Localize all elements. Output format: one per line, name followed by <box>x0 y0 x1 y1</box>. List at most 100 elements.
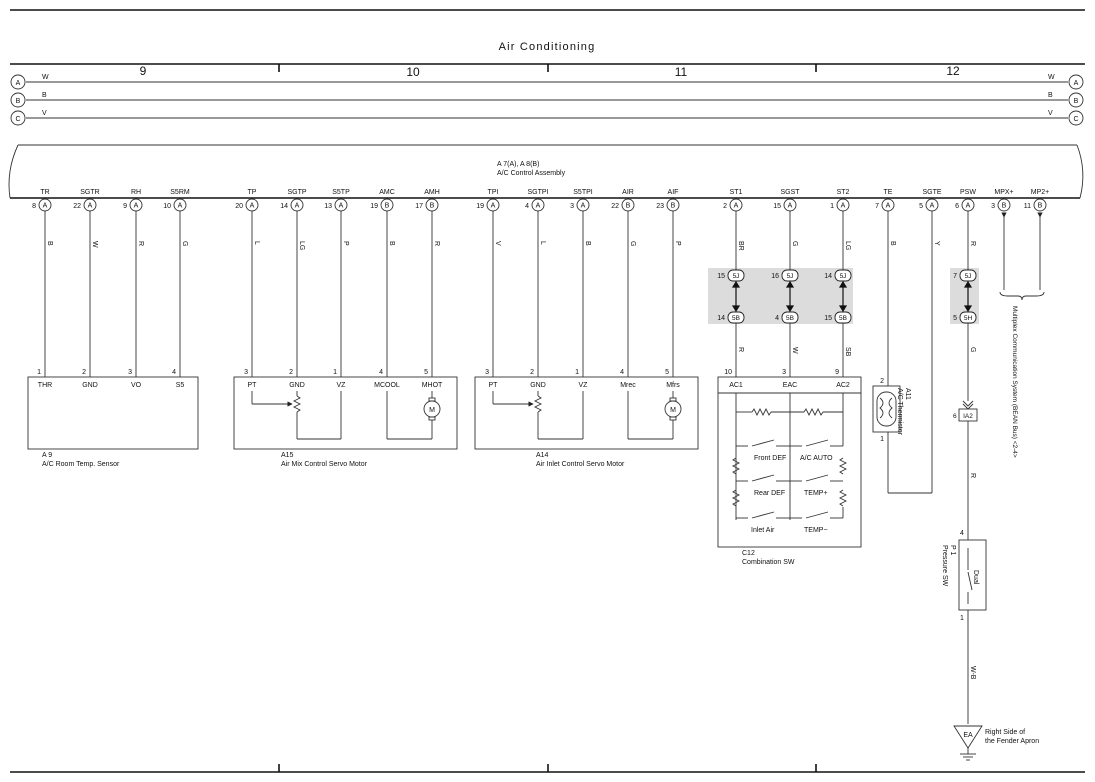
component-code: P 1 <box>949 545 956 555</box>
pin-number: 2 <box>530 369 534 376</box>
pin-label: THR <box>38 382 52 389</box>
terminal-name: AIR <box>622 189 634 196</box>
wire-color: P <box>674 241 681 246</box>
pin-number: 3 <box>782 369 786 376</box>
connector-letter: B <box>1038 203 1043 210</box>
terminal-number: 2 <box>723 203 727 210</box>
wire-color: G <box>629 241 636 246</box>
terminal-name: AMC <box>379 189 395 196</box>
wire-color: B <box>889 241 896 246</box>
svg-text:6: 6 <box>953 413 957 420</box>
component-code: A15 <box>281 452 294 459</box>
ground-ea: EA Right Side of the Fender Apron <box>953 610 1039 761</box>
svg-text:C: C <box>15 116 20 123</box>
pin-label: GND <box>530 382 546 389</box>
svg-text:Dual: Dual <box>972 570 979 585</box>
terminal-number: 20 <box>235 203 243 210</box>
component-code: A 9 <box>42 452 52 459</box>
pin-label: S5 <box>176 382 185 389</box>
svg-text:M: M <box>429 407 435 414</box>
terminal-name: TP <box>248 189 257 196</box>
connector-letter: A <box>841 203 846 210</box>
terminal-number: 14 <box>280 203 288 210</box>
component-c12: C12 Combination SW <box>717 376 862 566</box>
wire-color: W <box>791 347 798 354</box>
svg-text:M: M <box>670 407 676 414</box>
pin-number: 4 <box>620 369 624 376</box>
terminal-name: MP2+ <box>1031 189 1049 196</box>
terminal-number: 23 <box>656 203 664 210</box>
pin-number: 3 <box>244 369 248 376</box>
pin-label: Mfrs <box>666 382 680 389</box>
column-number: 10 <box>406 65 420 79</box>
column-number: 12 <box>946 64 960 78</box>
wire-color: W-B <box>969 666 976 680</box>
pin-label: GND <box>289 382 305 389</box>
pin-label: VZ <box>337 382 347 389</box>
component-a11: A11 A/C Thermistor <box>872 385 911 436</box>
svg-text:5J: 5J <box>733 273 740 280</box>
connector-letter: A <box>88 203 93 210</box>
connector-letter: A <box>491 203 496 210</box>
wire-color: LG <box>844 241 851 250</box>
pin-number: 5 <box>424 369 428 376</box>
pin-number: 1 <box>37 369 41 376</box>
pin-number: 9 <box>835 369 839 376</box>
component-code: C12 <box>742 550 755 557</box>
svg-text:Right Side of: Right Side of <box>985 729 1025 736</box>
connector-letter: A <box>734 203 739 210</box>
connector-letter: A <box>250 203 255 210</box>
terminal-number: 7 <box>875 203 879 210</box>
connector-letter: B <box>1002 203 1007 210</box>
terminal-name: ST2 <box>837 189 850 196</box>
svg-text:5J: 5J <box>840 273 847 280</box>
svg-text:5B: 5B <box>839 315 847 322</box>
terminal-name: SGTP <box>287 189 306 196</box>
terminal-number: 6 <box>955 203 959 210</box>
terminal-name: RH <box>131 189 141 196</box>
terminal-name: SGST <box>780 189 800 196</box>
terminal-name: SGTPI <box>527 189 548 196</box>
switch-label: A/C AUTO <box>800 455 833 462</box>
svg-text:A: A <box>1074 80 1079 87</box>
component-name: A/C Thermistor <box>896 388 903 436</box>
terminal-number: 13 <box>324 203 332 210</box>
switch-label: Inlet Air <box>751 527 775 534</box>
component-a14: A14 Air Inlet Control Servo Motor M <box>474 376 699 468</box>
svg-text:5B: 5B <box>786 315 794 322</box>
pin-number: 1 <box>575 369 579 376</box>
pin-label: Mrec <box>620 382 636 389</box>
multiplex-label: Multiplex Communication System (BEAN Bus… <box>1011 306 1018 458</box>
wire-color: G <box>181 241 188 246</box>
wire-color: R <box>433 241 440 246</box>
terminal-name: PSW <box>960 189 976 196</box>
terminal-number: 4 <box>525 203 529 210</box>
svg-text:V: V <box>42 110 47 117</box>
svg-text:A: A <box>16 80 21 87</box>
svg-text:1: 1 <box>960 615 964 622</box>
terminal-name: TPI <box>488 189 499 196</box>
pin-number: 4 <box>379 369 383 376</box>
terminal-number: 9 <box>123 203 127 210</box>
column-number: 9 <box>140 64 147 78</box>
pin-label: AC1 <box>729 382 743 389</box>
svg-text:14: 14 <box>824 273 832 280</box>
terminal-number: 8 <box>32 203 36 210</box>
svg-text:5J: 5J <box>965 273 972 280</box>
wire-color: G <box>791 241 798 246</box>
wire-color: B <box>388 241 395 246</box>
component-a9: A 9 A/C Room Temp. Sensor <box>27 376 199 468</box>
terminal-number: 19 <box>476 203 484 210</box>
pin-number: 4 <box>172 369 176 376</box>
terminal-name: S5TP <box>332 189 350 196</box>
pin-label: GND <box>82 382 98 389</box>
terminal-number: 3 <box>570 203 574 210</box>
svg-text:B: B <box>16 98 21 105</box>
svg-text:B: B <box>1074 98 1079 105</box>
column-dividers <box>278 64 817 72</box>
